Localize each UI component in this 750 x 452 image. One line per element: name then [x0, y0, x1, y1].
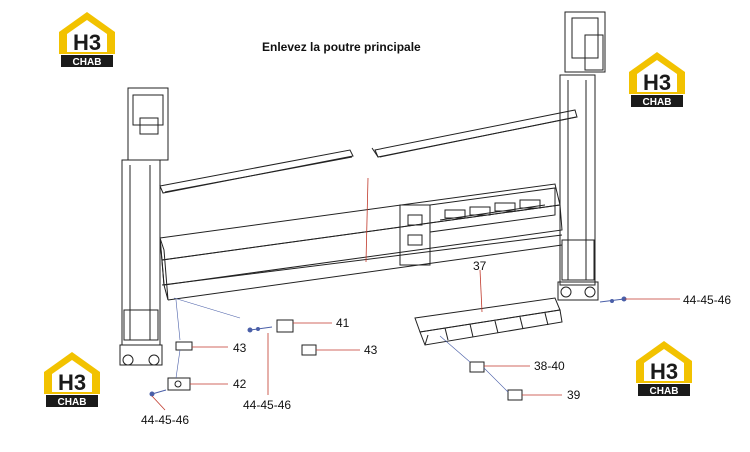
callout-44-45-46-center: 44-45-46 [243, 398, 292, 412]
callout-43-right: 43 [364, 343, 378, 357]
bolts [149, 296, 627, 397]
svg-text:H3: H3 [650, 359, 678, 384]
carriage [399, 187, 556, 266]
svg-text:H3: H3 [58, 370, 86, 395]
svg-text:H3: H3 [643, 70, 671, 95]
svg-text:H3: H3 [73, 30, 101, 55]
main-beam [159, 183, 563, 301]
callout-44-45-46-right: 44-45-46 [683, 293, 732, 307]
part-43-pad-left [175, 341, 193, 351]
drawing-title: Enlevez la poutre principale [262, 40, 421, 54]
leader-lines [151, 177, 680, 411]
svg-text:CHAB: CHAB [73, 57, 102, 68]
callout-43-left: 43 [233, 341, 247, 355]
callout-44-45-46-left: 44-45-46 [141, 413, 190, 427]
watermark-logo: H3 CHAB [44, 352, 100, 408]
watermark-logo: H3 CHAB [59, 12, 115, 68]
svg-text:CHAB: CHAB [650, 386, 679, 397]
callout-37: 37 [473, 259, 487, 273]
bolt-icon [247, 327, 253, 333]
svg-text:CHAB: CHAB [643, 97, 672, 108]
watermark-logo: H3 CHAB [629, 52, 685, 108]
svg-text:CHAB: CHAB [58, 397, 87, 408]
part-43-pad-right [301, 344, 317, 356]
left-column [119, 87, 169, 366]
callout-39: 39 [567, 388, 581, 402]
callout-38-40: 38-40 [534, 359, 565, 373]
right-column [557, 11, 606, 301]
callout-41: 41 [336, 316, 350, 330]
part-38-40-block [469, 361, 485, 373]
part-37-crossbar [414, 297, 563, 346]
watermark-logo: H3 CHAB [636, 341, 692, 397]
bolt-icon [149, 391, 155, 397]
alignment-guides [173, 297, 509, 393]
part-41-plate [276, 319, 294, 333]
callout-42: 42 [233, 377, 247, 391]
upper-rails [159, 109, 578, 194]
part-39-block [507, 389, 523, 401]
part-42-bracket [167, 377, 191, 391]
